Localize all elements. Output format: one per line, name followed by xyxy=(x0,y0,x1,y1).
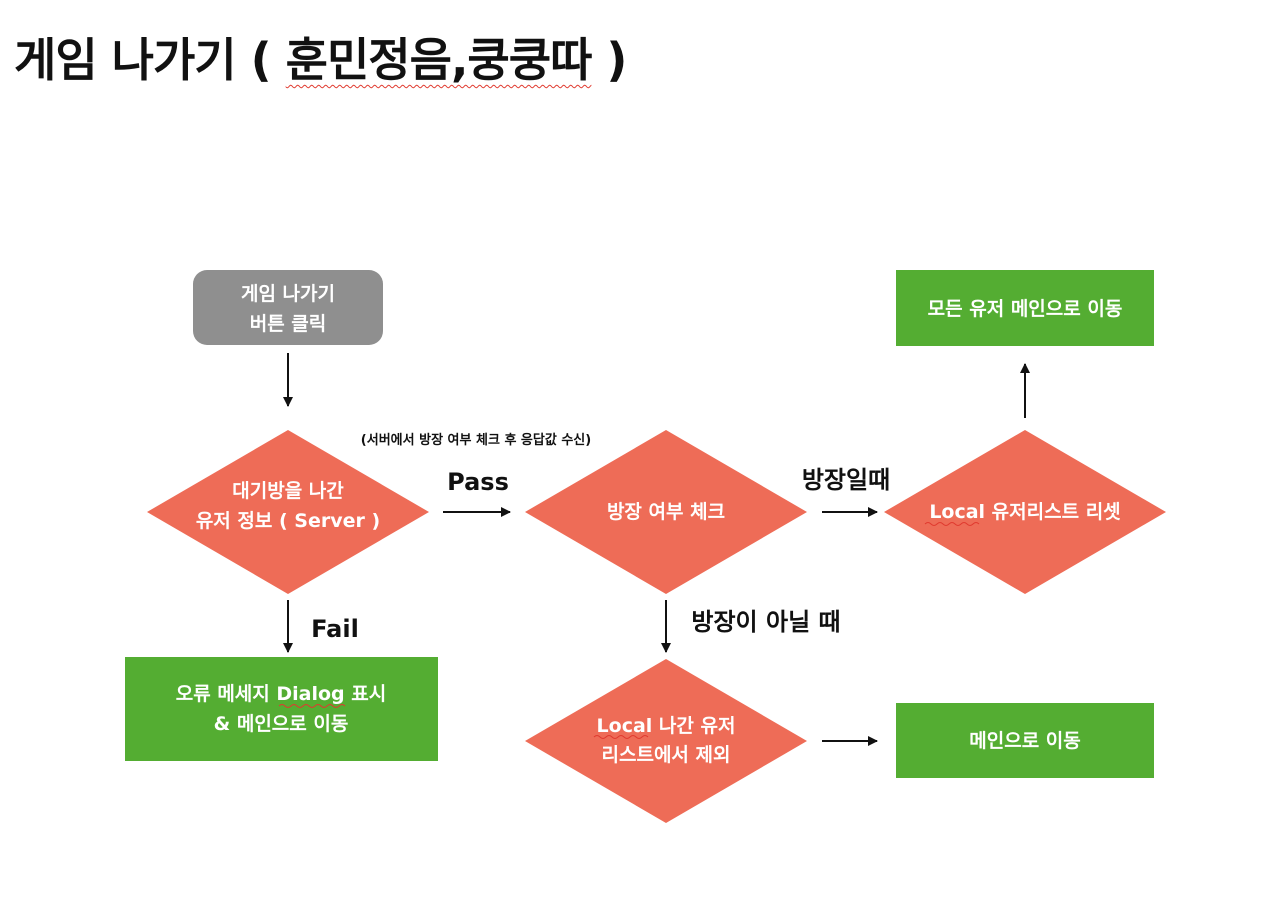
decision-local-remove-line2: 리스트에서 제외 xyxy=(602,744,731,766)
page-title-spellcheck-text: 훈민정음,쿵쿵따 xyxy=(285,33,593,87)
result-node-error-dialog: 오류 메세지 Dialog 표시 & 메인으로 이동 xyxy=(125,657,438,761)
edge-label-not-host: 방장이 아닐 때 xyxy=(691,608,840,636)
edge-label-is-host: 방장일때 xyxy=(802,466,890,494)
result-main-shape xyxy=(896,703,1154,778)
result-error-shape xyxy=(125,657,438,761)
decision-local-remove-shape xyxy=(525,659,807,823)
result-all-main-shape xyxy=(896,270,1154,346)
start-node-shape xyxy=(193,270,383,345)
decision-node-local-remove: Local 나간 유저 리스트에서 제외 xyxy=(525,659,807,823)
decision-local-reset-line1: Local 유저리스트 리셋 xyxy=(929,501,1120,523)
spellcheck-underline-local-remove xyxy=(593,735,649,739)
decision-user-line1: 대기방을 나간 xyxy=(232,480,344,502)
start-node-line2: 버튼 클릭 xyxy=(250,313,327,335)
decision-local-reset-shape xyxy=(884,430,1166,594)
result-node-all-users-main: 모든 유저 메인으로 이동 xyxy=(896,270,1154,346)
start-node-line1: 게임 나가기 xyxy=(241,283,335,305)
decision-node-local-reset: Local 유저리스트 리셋 xyxy=(884,430,1166,594)
decision-host-line1: 방장 여부 체크 xyxy=(607,501,725,523)
decision-user-shape xyxy=(147,430,429,594)
spellcheck-underline-dialog xyxy=(278,704,346,708)
edge-label-pass: Pass xyxy=(447,468,509,496)
decision-node-user-info: 대기방을 나간 유저 정보 ( Server ) xyxy=(147,430,429,594)
page-title-suffix: ) xyxy=(591,33,627,87)
result-error-line2: & 메인으로 이동 xyxy=(214,713,349,735)
edge-label-fail: Fail xyxy=(311,615,359,643)
result-error-line1: 오류 메세지 Dialog 표시 xyxy=(176,683,386,705)
result-node-main: 메인으로 이동 xyxy=(896,703,1154,778)
result-main-line1: 메인으로 이동 xyxy=(969,730,1081,752)
page-title-prefix: 게임 나가기 ( xyxy=(14,33,286,87)
decision-host-shape xyxy=(525,430,807,594)
start-node-game-exit-click: 게임 나가기 버튼 클릭 xyxy=(193,270,383,345)
decision-node-host-check: 방장 여부 체크 xyxy=(525,430,807,594)
decision-user-line2: 유저 정보 ( Server ) xyxy=(196,510,380,532)
page-title: 게임 나가기 ( 훈민정음,쿵쿵따 ) xyxy=(14,24,627,90)
result-all-main-line1: 모든 유저 메인으로 이동 xyxy=(928,298,1123,320)
note-server-response: (서버에서 방장 여부 체크 후 응답값 수신) xyxy=(361,432,591,448)
decision-local-remove-line1: Local 나간 유저 xyxy=(597,715,736,737)
spellcheck-underline-local-reset xyxy=(924,522,980,526)
